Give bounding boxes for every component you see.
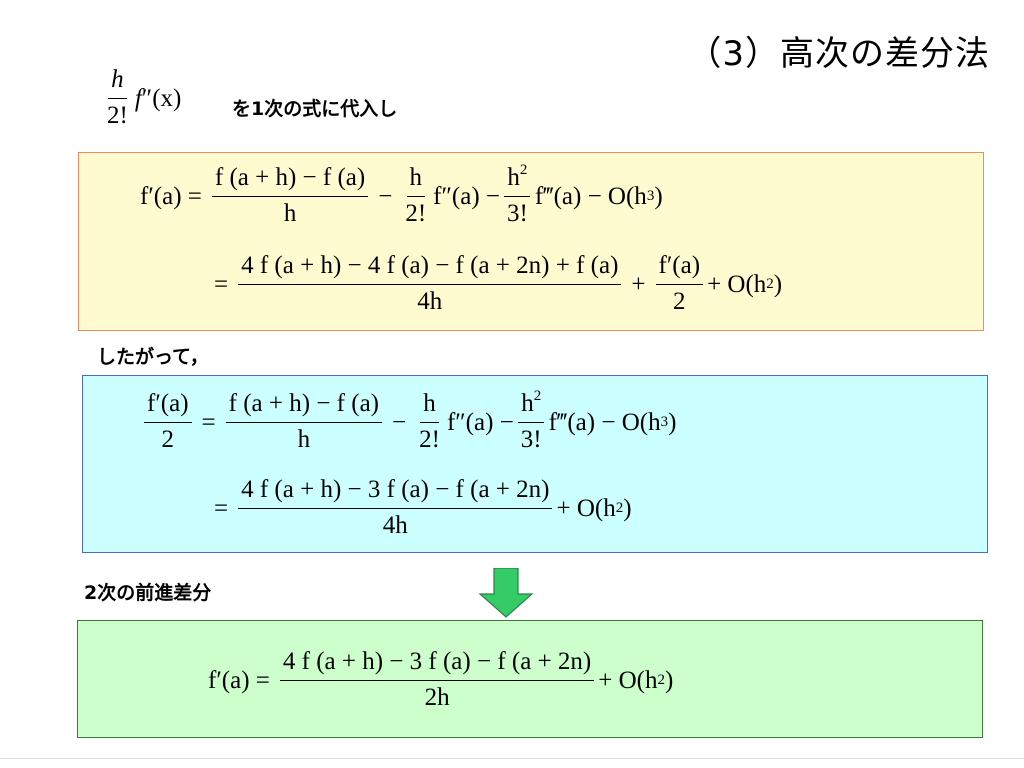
eq1-lhs: f′(a) = [140,182,202,210]
eq1-line2-frac1: 4 f (a + h) − 4 f (a) − f (a + 2n) + f (… [238,252,622,317]
eq2-frac3-exp: 2 [533,388,542,404]
eq1-minus1: − [378,182,393,210]
top-frac-num: h [111,66,124,93]
eq2-frac1-num: f (a + h) − f (a) [225,390,382,423]
top-formula: h 2! f″(x) [100,66,181,131]
eq3-frac1-num: 4 f (a + h) − 3 f (a) − f (a + 2n) [279,648,595,681]
eq1-line1: f′(a) = f (a + h) − f (a) h − h 2! f″(a)… [140,162,663,229]
eq2-frac2-den: 2! [419,425,440,453]
eq2-eq: = [201,408,216,436]
top-fraction: h 2! [104,66,131,131]
eq2-frac2-num: h [420,390,439,423]
eq2-lhs-num: f′(a) [144,390,192,423]
top-arg: (x) [152,84,182,112]
eq1-frac1-den: h [283,199,297,227]
eq2-line2: = 4 f (a + h) − 3 f (a) − f (a + 2n) 4h … [214,476,632,541]
eq1-term3: f‴(a) − O(h [534,182,647,210]
top-frac-den: 2! [107,101,128,129]
eq1-term2: f″(a) − [433,182,501,210]
eq2-line2-tail: + O(h [556,494,616,522]
eq1-frac1-num: f (a + h) − f (a) [211,164,369,197]
eq1-frac2: h 2! [402,164,429,229]
equation-box-3 [77,620,983,738]
eq1-term3-close: ) [654,182,663,210]
eq1-frac3: h2 3! [504,162,531,229]
eq1-line2-plus: + [631,270,646,298]
eq1-line2-frac2: f′(a) 2 [655,252,704,317]
eq2-line2-frac1-den: 4h [382,511,408,539]
down-arrow-icon [478,568,534,618]
eq3-frac1-den: 2h [424,683,450,711]
substitute-text: を1次の式に代入し [232,98,398,120]
eq1-line2-frac2-den: 2 [673,287,686,315]
eq1-line2-frac1-den: 4h [417,287,443,315]
eq2-line2-frac1-num: 4 f (a + h) − 3 f (a) − f (a + 2n) [238,476,553,509]
eq2-term3: f‴(a) − O(h [548,408,661,436]
equation-box-2 [82,375,988,553]
eq2-minus1: − [392,408,407,436]
eq1-frac1: f (a + h) − f (a) h [211,164,369,229]
eq2-line2-eq: = [214,494,229,522]
eq2-term2: f″(a) − [446,408,514,436]
therefore-text: したがって， [97,346,209,368]
eq1-frac3-den: 3! [507,199,528,227]
eq1-frac2-den: 2! [405,199,427,227]
eq1-line2-tail-close: ) [773,270,783,298]
eq2-lhs-frac: f′(a) 2 [144,390,192,455]
eq1-line2-frac1-num: 4 f (a + h) − 4 f (a) − f (a + 2n) + f (… [238,252,622,285]
down-arrow-shape [478,568,534,618]
eq1-line2: = 4 f (a + h) − 4 f (a) − f (a + 2n) + f… [214,252,783,317]
eq2-frac3-den: 3! [520,425,542,453]
eq2-line1: f′(a) 2 = f (a + h) − f (a) h − h 2! f″(… [140,388,677,455]
eq2-frac1: f (a + h) − f (a) h [225,390,382,455]
eq2-lhs-den: 2 [161,425,175,453]
eq3-tail: + O(h [598,666,658,694]
eq2-term3-close: ) [668,408,677,436]
footer-divider [0,758,1024,759]
eq3-frac1: 4 f (a + h) − 3 f (a) − f (a + 2n) 2h [279,648,595,713]
eq3-tail-close: ) [665,666,674,694]
slide-title: （3）高次の差分法 [687,34,990,74]
eq1-frac2-num: h [406,164,425,197]
eq3-line: f′(a) = 4 f (a + h) − 3 f (a) − f (a + 2… [208,648,674,713]
eq2-line2-frac1: 4 f (a + h) − 3 f (a) − f (a + 2n) 4h [238,476,553,541]
eq2-line2-tail-close: ) [623,494,632,522]
eq2-frac3: h2 3! [518,388,545,455]
eq1-frac3-exp: 2 [519,162,528,178]
eq1-line2-eq: = [214,270,229,298]
eq1-line2-tail: + O(h [707,270,767,298]
eq1-line2-frac2-num: f′(a) [655,252,704,285]
top-f: f [134,84,142,112]
eq2-frac2: h 2! [416,390,443,455]
second-order-label: 2次の前進差分 [84,582,212,604]
eq3-lhs: f′(a) = [208,666,270,694]
eq1-frac3-num: h [507,164,520,191]
equation-box-1 [78,152,984,331]
eq2-frac3-num: h [521,390,534,417]
top-prime: ″ [141,84,153,112]
eq2-frac1-den: h [297,425,311,453]
